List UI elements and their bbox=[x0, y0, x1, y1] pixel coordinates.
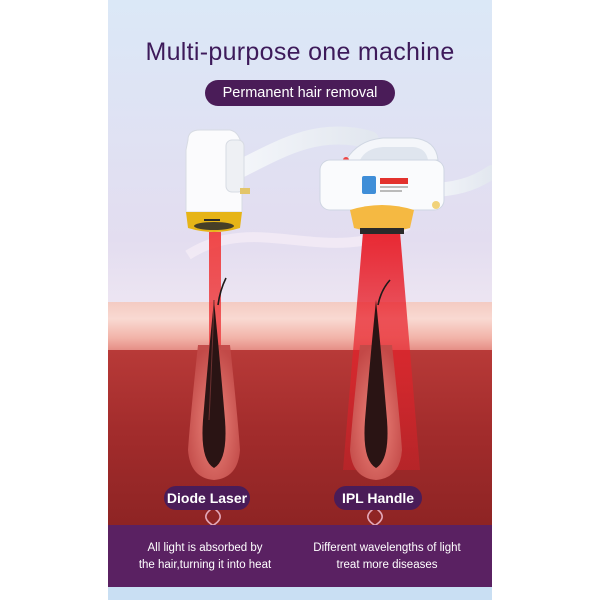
ipl-description-line-1: Different wavelengths of light bbox=[313, 542, 461, 554]
ipl-handpiece-icon bbox=[319, 137, 492, 234]
ipl-description: Different wavelengths of light treat mor… bbox=[294, 540, 480, 574]
hair-shaft-right bbox=[377, 279, 391, 306]
description-band bbox=[108, 525, 492, 587]
diode-laser-label: Diode Laser bbox=[164, 486, 250, 510]
diode-description-line-1: All light is absorbed by bbox=[147, 542, 263, 554]
illustration bbox=[185, 126, 492, 527]
ipl-handle-label: IPL Handle bbox=[334, 486, 422, 510]
product-poster: Multi-purpose one machine Permanent hair… bbox=[108, 0, 492, 600]
skin-surface-layer bbox=[108, 302, 492, 350]
hair-shaft-left bbox=[217, 277, 227, 306]
diode-handpiece-icon bbox=[185, 126, 379, 232]
subtitle-pill: Permanent hair removal bbox=[205, 80, 395, 106]
hair-follicle-right bbox=[350, 300, 402, 480]
bottom-strip bbox=[108, 587, 492, 600]
hair-follicle-left bbox=[188, 299, 240, 480]
diode-description-line-2: the hair,turning it into heat bbox=[138, 559, 272, 571]
ipl-description-line-2: treat more diseases bbox=[336, 559, 438, 571]
diode-description: All light is absorbed by the hair,turnin… bbox=[120, 540, 290, 574]
poster-title: Multi-purpose one machine bbox=[145, 38, 455, 66]
